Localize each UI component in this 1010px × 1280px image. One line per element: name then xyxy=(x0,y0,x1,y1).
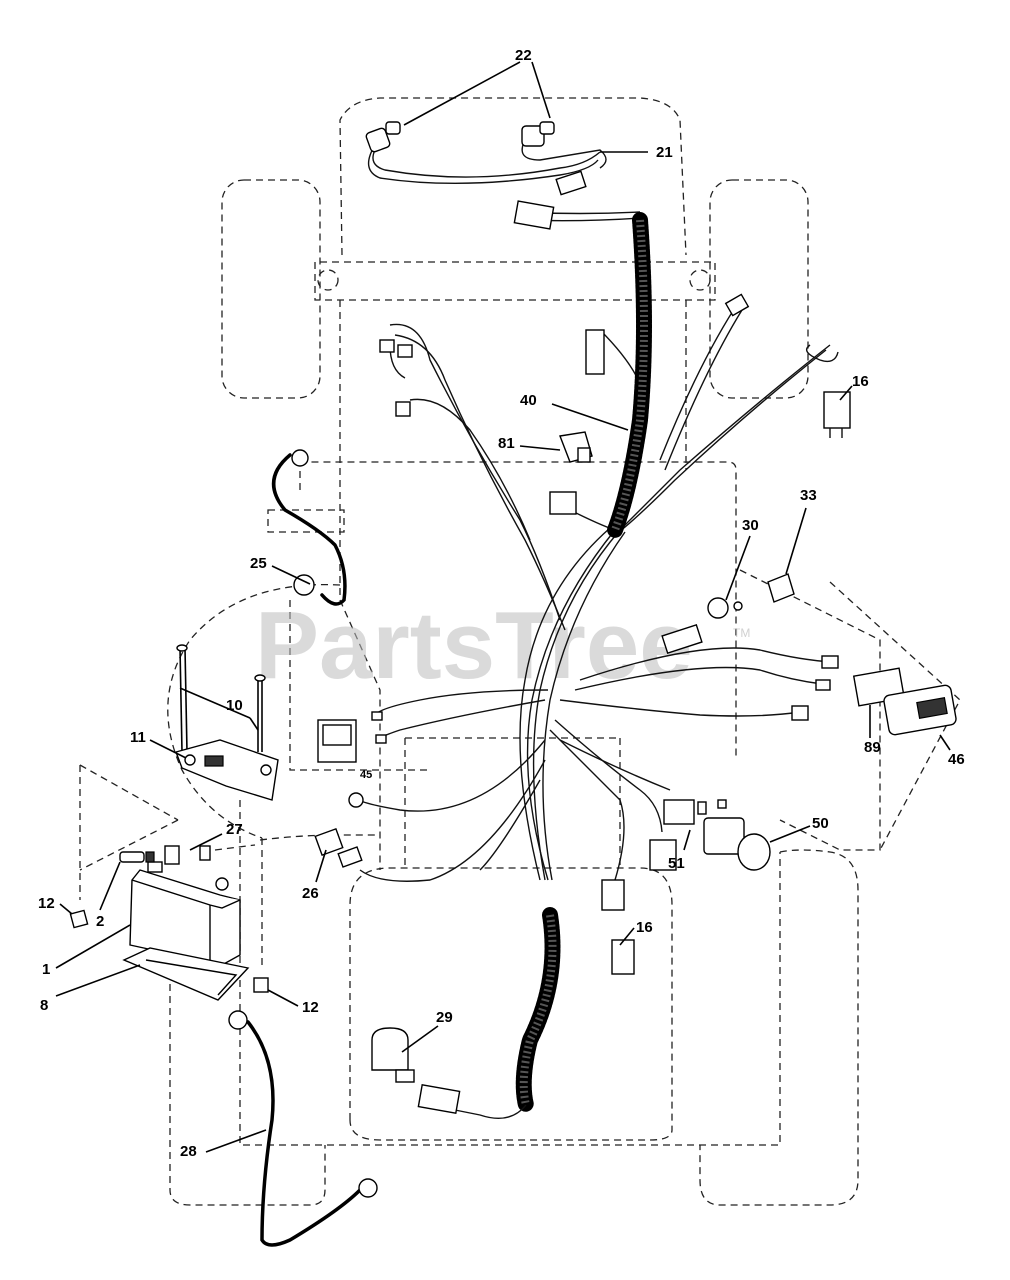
callout-16-upper: 16 xyxy=(852,373,869,390)
callout-11: 11 xyxy=(130,729,146,746)
watermark-text: PartsTree xyxy=(255,592,693,699)
callout-27: 27 xyxy=(226,821,243,838)
callout-26: 26 xyxy=(302,885,319,902)
callout-50: 50 xyxy=(812,815,829,832)
rear-corrugated-loom xyxy=(454,907,561,1119)
callout-12-left: 12 xyxy=(38,895,55,912)
leader-lines xyxy=(55,61,951,1153)
tractor-outline xyxy=(79,97,961,1206)
headlight-harness xyxy=(365,121,607,196)
callout-29: 29 xyxy=(436,1009,453,1026)
callout-89: 89 xyxy=(864,739,881,756)
corrugated-loom xyxy=(607,212,652,538)
callout-40: 40 xyxy=(520,392,537,409)
callout-numbers: 22 21 16 40 81 33 30 25 10 11 89 46 45 2… xyxy=(38,47,965,1160)
callout-25: 25 xyxy=(250,555,267,572)
main-harness-wires xyxy=(357,200,839,882)
callout-10: 10 xyxy=(226,697,243,714)
components xyxy=(314,293,957,1114)
callout-46: 46 xyxy=(948,751,965,768)
callout-28: 28 xyxy=(180,1143,197,1160)
watermark-trademark: TM xyxy=(733,626,750,640)
callout-21: 21 xyxy=(656,144,673,161)
callout-22: 22 xyxy=(515,47,532,64)
callout-1: 1 xyxy=(42,961,50,978)
callout-33: 33 xyxy=(800,487,817,504)
callout-8: 8 xyxy=(40,997,48,1014)
battery-cables xyxy=(228,449,378,1247)
callout-45: 45 xyxy=(360,769,372,781)
callout-12-right: 12 xyxy=(302,999,319,1016)
callout-81: 81 xyxy=(498,435,515,452)
callout-2: 2 xyxy=(96,913,104,930)
partstree-watermark: PartsTree TM xyxy=(255,592,750,699)
callout-51: 51 xyxy=(668,855,685,872)
callout-16-lower: 16 xyxy=(636,919,653,936)
callout-30: 30 xyxy=(742,517,759,534)
battery-assembly xyxy=(69,644,279,1001)
